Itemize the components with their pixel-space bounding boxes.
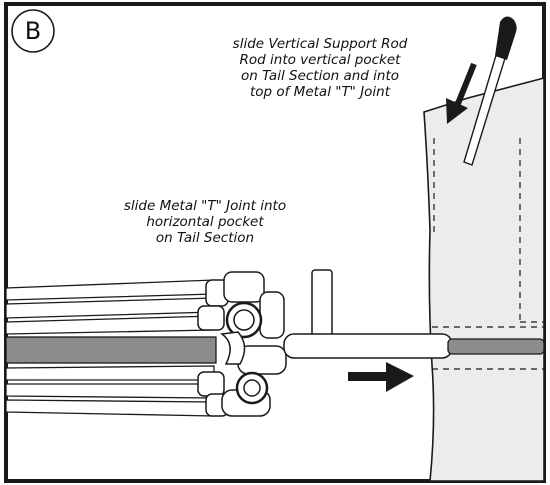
vertical-support-rod xyxy=(463,16,517,166)
instruction-line: slide Vertical Support Rod xyxy=(232,36,408,52)
instruction-line: on Tail Section and into xyxy=(241,68,399,84)
instruction-line: slide Metal "T" Joint into xyxy=(123,198,287,214)
instruction-vertical-rod: slide Vertical Support Rod Rod into vert… xyxy=(212,36,428,100)
instruction-line: Rod into vertical pocket xyxy=(239,52,401,68)
step-badge-label: B xyxy=(24,17,42,45)
instruction-line: on Tail Section xyxy=(155,230,255,246)
tail-section-panel xyxy=(423,76,545,482)
metal-t-joint xyxy=(283,269,453,359)
instruction-t-joint: slide Metal "T" Joint into horizontal po… xyxy=(100,198,310,246)
hub-connector xyxy=(197,271,287,417)
diagonal-down-arrow-icon xyxy=(446,62,477,124)
instruction-line: top of Metal "T" Joint xyxy=(249,84,391,100)
right-arrow-icon xyxy=(348,362,414,392)
horizontal-rod xyxy=(447,338,545,355)
step-badge-circle xyxy=(11,9,55,53)
instruction-line: horizontal pocket xyxy=(146,214,264,230)
